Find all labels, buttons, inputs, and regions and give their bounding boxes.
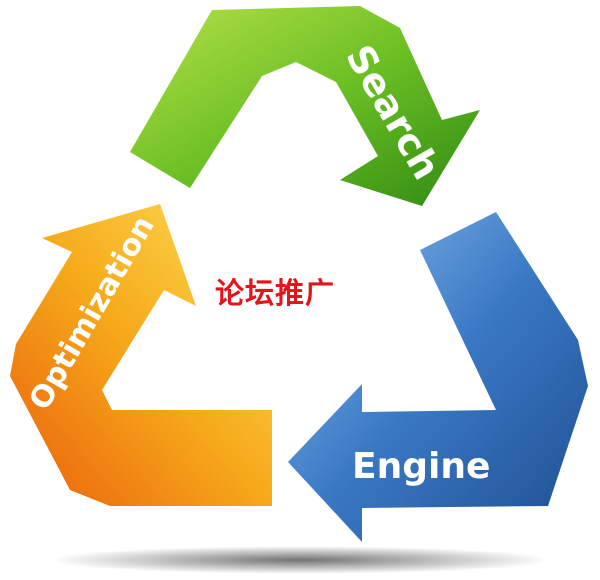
optimization-arrow [10, 204, 272, 506]
floor-shadow [50, 546, 550, 574]
search-arrow [130, 6, 480, 206]
engine-label: Engine [352, 446, 490, 487]
center-title: 论坛推广 [215, 276, 336, 310]
engine-arrow [288, 212, 588, 542]
